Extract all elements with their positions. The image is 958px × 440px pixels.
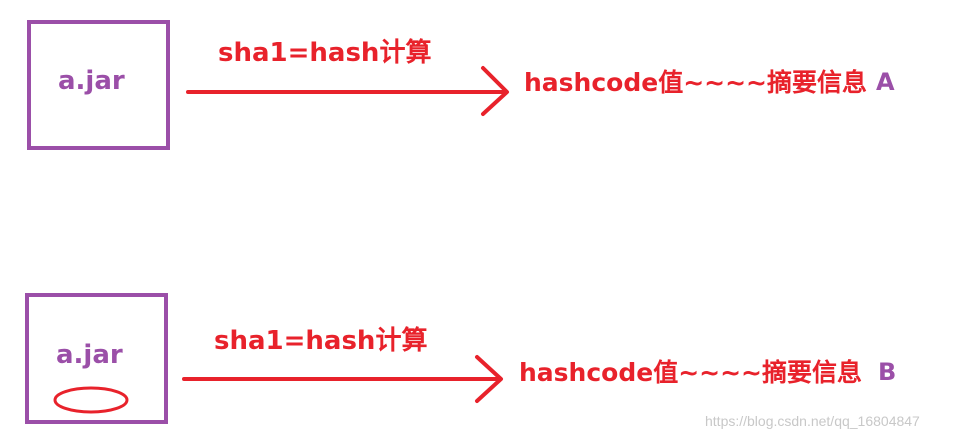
jar-box-top <box>27 20 170 150</box>
watermark: https://blog.csdn.net/qq_16804847 <box>705 413 920 429</box>
modification-mark-ellipse <box>53 386 129 414</box>
arrow-bottom-head <box>475 355 503 403</box>
operation-label-top: sha1=hash计算 <box>218 38 432 68</box>
result-label-top: hashcode值~~~~摘要信息 <box>524 68 867 97</box>
jar-box-bottom <box>25 293 168 424</box>
jar-label-bottom: a.jar <box>56 340 123 370</box>
result-suffix-bottom: B <box>878 358 897 386</box>
jar-label-top: a.jar <box>58 66 125 96</box>
result-suffix-top: A <box>876 68 895 96</box>
arrow-bottom <box>182 355 503 403</box>
result-label-bottom: hashcode值~~~~摘要信息 <box>519 358 862 387</box>
arrow-top <box>186 66 509 116</box>
arrow-top-head <box>481 66 509 116</box>
operation-label-bottom: sha1=hash计算 <box>214 326 428 356</box>
